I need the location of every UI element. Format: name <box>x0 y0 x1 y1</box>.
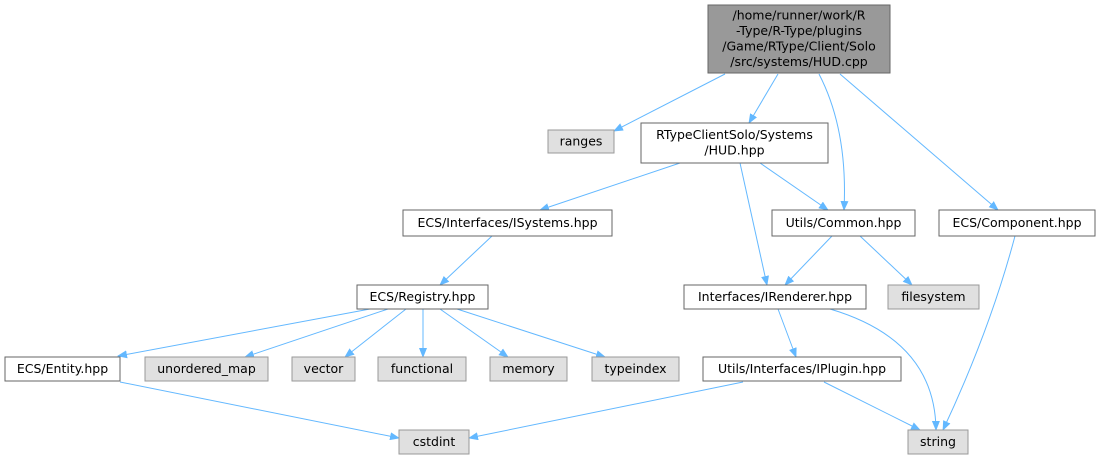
node-label: ECS/Component.hpp <box>952 215 1081 230</box>
edge-irenderer-to-iplugin <box>777 308 797 358</box>
edge-iplugin-to-cstdint <box>468 381 744 441</box>
node-label: memory <box>502 361 555 376</box>
node-entity[interactable]: ECS/Entity.hpp <box>4 356 121 382</box>
node-iplugin[interactable]: Utils/Interfaces/IPlugin.hpp <box>702 356 902 382</box>
node-label: /HUD.hpp <box>704 143 764 158</box>
node-box <box>398 429 470 455</box>
node-label: typeindex <box>604 361 666 376</box>
node-box <box>291 356 356 382</box>
edge-entity-to-cstdint <box>119 381 400 441</box>
node-label: ECS/Interfaces/ISystems.hpp <box>417 215 597 230</box>
node-label: ECS/Entity.hpp <box>17 361 108 376</box>
edge-irenderer-to-string <box>829 308 940 431</box>
node-memory: memory <box>489 356 568 382</box>
node-root[interactable]: /home/runner/work/R-Type/R-Type/plugins/… <box>707 4 891 74</box>
node-label: /src/systems/HUD.cpp <box>730 54 868 69</box>
node-unordered_map: unordered_map <box>144 356 269 382</box>
node-box <box>702 356 902 382</box>
node-string: string <box>907 429 969 455</box>
node-cstdint: cstdint <box>398 429 470 455</box>
edge-root-to-ranges <box>613 73 726 132</box>
node-filesystem: filesystem <box>887 284 980 310</box>
node-vector: vector <box>291 356 356 382</box>
node-box <box>683 284 867 310</box>
node-box <box>640 122 829 164</box>
node-label: RTypeClientSolo/Systems <box>656 127 813 142</box>
edge-registry-to-entity <box>117 308 371 359</box>
node-box <box>356 284 489 310</box>
node-hud_hpp[interactable]: RTypeClientSolo/Systems/HUD.hpp <box>640 122 829 164</box>
edge-isystems-to-registry <box>439 235 493 286</box>
node-label: -Type/R-Type/plugins <box>736 23 862 38</box>
edge-component-to-string <box>942 235 1016 431</box>
node-label: Utils/Interfaces/IPlugin.hpp <box>718 361 886 376</box>
edge-root-to-hud_hpp <box>748 73 779 124</box>
node-label: ECS/Registry.hpp <box>370 289 476 304</box>
edge-registry-to-unordered_map <box>244 308 389 358</box>
node-label: filesystem <box>901 289 965 304</box>
node-box <box>771 209 916 237</box>
node-box <box>402 209 613 237</box>
node-irenderer[interactable]: Interfaces/IRenderer.hpp <box>683 284 867 310</box>
node-box <box>707 4 891 74</box>
node-box <box>489 356 568 382</box>
node-label: vector <box>304 361 345 376</box>
node-label: string <box>920 434 956 449</box>
node-common[interactable]: Utils/Common.hpp <box>771 209 916 237</box>
edge-common-to-filesystem <box>859 235 913 286</box>
node-component[interactable]: ECS/Component.hpp <box>938 209 1096 237</box>
node-label: Utils/Common.hpp <box>786 215 902 230</box>
node-label: unordered_map <box>157 361 256 376</box>
node-label: Interfaces/IRenderer.hpp <box>698 289 852 304</box>
node-functional: functional <box>377 356 467 382</box>
edge-hud_hpp-to-isystems <box>539 162 681 211</box>
node-registry[interactable]: ECS/Registry.hpp <box>356 284 489 310</box>
node-label: functional <box>391 361 453 376</box>
node-box <box>887 284 980 310</box>
node-label: cstdint <box>413 434 456 449</box>
edge-hud_hpp-to-common <box>759 162 829 211</box>
node-box <box>547 129 615 154</box>
edge-iplugin-to-string <box>823 381 921 431</box>
node-label: /home/runner/work/R <box>733 8 866 23</box>
node-box <box>4 356 121 382</box>
node-box <box>938 209 1096 237</box>
node-isystems[interactable]: ECS/Interfaces/ISystems.hpp <box>402 209 613 237</box>
edge-registry-to-vector <box>344 308 407 358</box>
edge-root-to-common <box>818 73 849 211</box>
edge-root-to-component <box>839 73 999 211</box>
edge-registry-to-memory <box>439 308 509 358</box>
node-ranges: ranges <box>547 129 615 154</box>
edge-hud_hpp-to-irenderer <box>739 162 769 286</box>
edge-registry-to-typeindex <box>456 308 606 359</box>
edge-common-to-irenderer <box>784 235 833 286</box>
node-typeindex: typeindex <box>591 356 680 382</box>
node-box <box>144 356 269 382</box>
node-box <box>907 429 969 455</box>
node-box <box>591 356 680 382</box>
node-box <box>377 356 467 382</box>
node-label: /Game/RType/Client/Solo <box>722 39 875 54</box>
node-label: ranges <box>560 133 603 148</box>
